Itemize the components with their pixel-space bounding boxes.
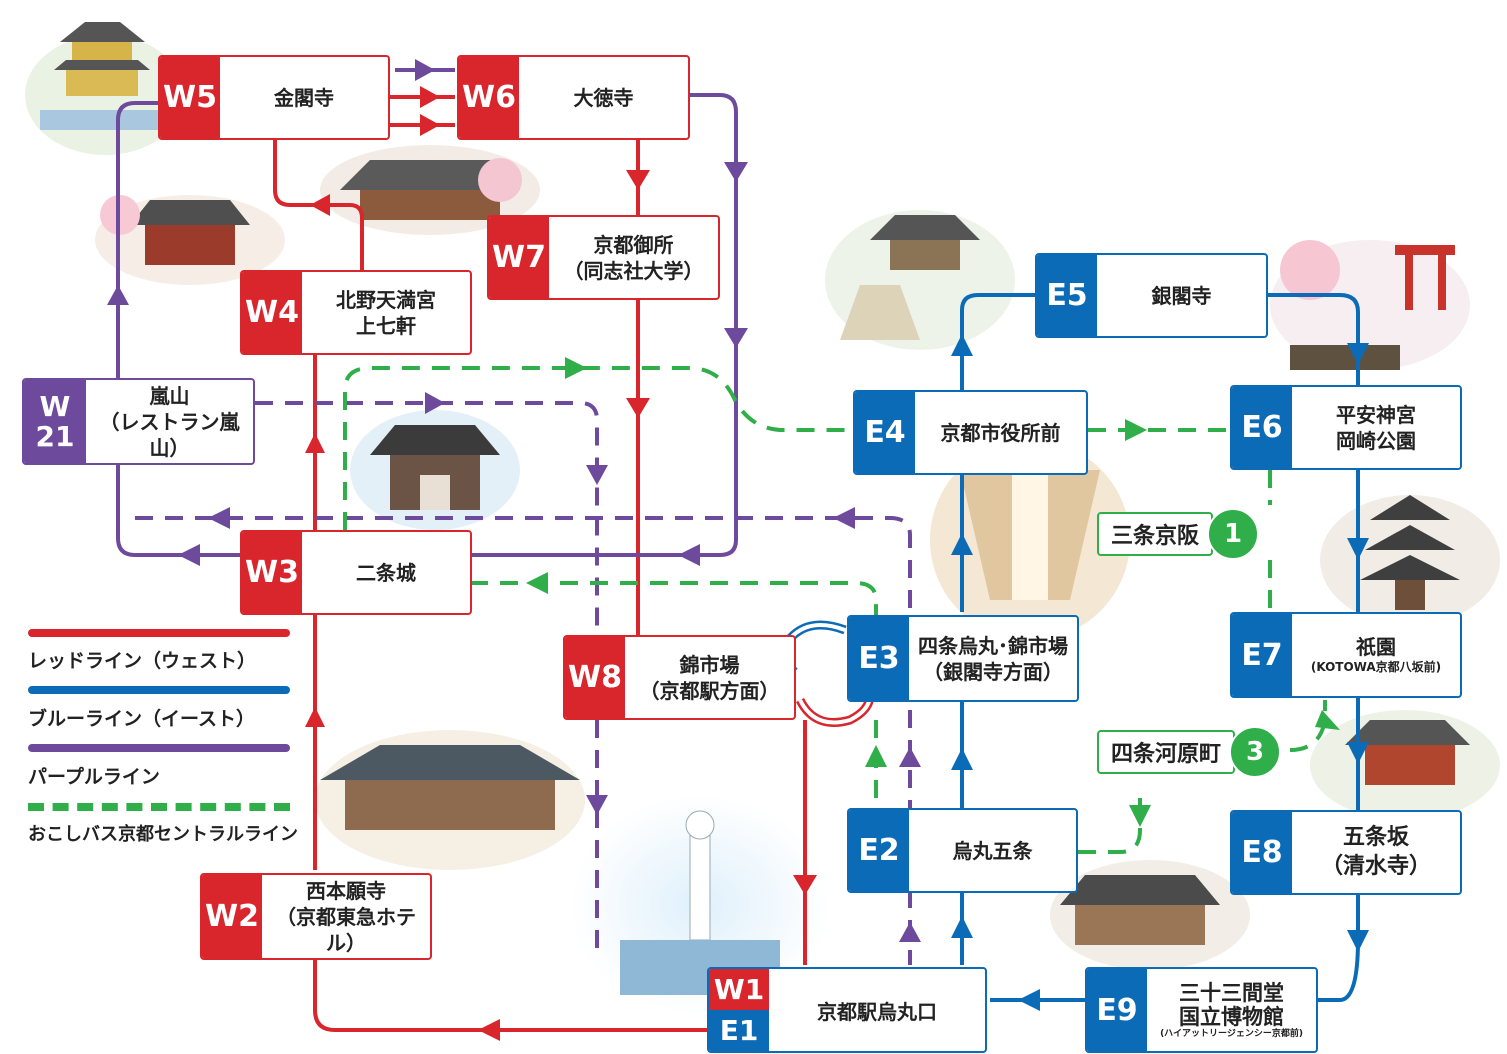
stop-code: E9 <box>1087 969 1147 1051</box>
purple-line-dashed <box>135 401 912 965</box>
stop-code-w1: W1 <box>709 969 769 1010</box>
green-line <box>343 366 1327 854</box>
stop-name: 金閣寺 <box>274 85 334 110</box>
ginkakuji-illustration <box>825 210 1015 350</box>
stop-e3-shijo-karasuma[interactable]: E3 四条烏丸･錦市場（銀閣寺方面） <box>847 615 1079 702</box>
legend: レッドライン（ウェスト） ブルーライン（イースト） パープルライン おこしバス京… <box>22 620 300 848</box>
stop-w2-nishi-honganji[interactable]: W2 西本願寺（京都東急ホテル） <box>200 873 432 960</box>
transfer-label: 三条京阪 <box>1097 512 1214 556</box>
stop-e7-gion[interactable]: E7 祇園(KOTOWA京都八坂前) <box>1230 612 1462 698</box>
stop-code: E8 <box>1232 812 1292 893</box>
stop-code: E5 <box>1037 255 1097 336</box>
stop-w7-kyoto-gosho[interactable]: W7 京都御所（同志社大学） <box>487 215 720 300</box>
kinkakuji-illustration <box>25 22 185 155</box>
legend-blue-label: ブルーライン（イースト） <box>28 708 256 730</box>
stop-w3-nijo-castle[interactable]: W3 二条城 <box>240 530 472 615</box>
stop-e2-karasuma-gojo[interactable]: E2 烏丸五条 <box>847 808 1078 893</box>
legend-red-label: レッドライン（ウェスト） <box>28 650 257 672</box>
legend-blue-swatch <box>28 686 290 694</box>
legend-purple-swatch <box>28 744 290 752</box>
transfer-number: 1 <box>1207 508 1260 560</box>
stop-w5-kinkakuji[interactable]: W5 金閣寺 <box>158 55 390 140</box>
stop-code-e1: E1 <box>709 1010 769 1051</box>
stop-e5-ginkakuji[interactable]: E5 銀閣寺 <box>1035 253 1268 338</box>
stop-name: 嵐山（レストラン嵐山） <box>99 383 240 460</box>
stop-name: 西本願寺（京都東急ホテル） <box>276 878 416 955</box>
stop-name: 錦市場（京都駅方面） <box>639 652 780 703</box>
stop-name: 二条城 <box>356 560 416 585</box>
stop-name: 京都御所（同志社大学） <box>563 232 704 283</box>
stop-code: E2 <box>849 810 909 891</box>
yasaka-pagoda-illustration <box>1320 495 1500 625</box>
stop-code: E7 <box>1232 614 1292 696</box>
stop-name: 三十三間堂国立博物館 (ハイアットリージェンシー京都前) <box>1160 980 1303 1039</box>
stop-code: W7 <box>489 217 549 298</box>
blue-line-arrows <box>951 334 1369 1011</box>
stop-w8-nishiki-market[interactable]: W8 錦市場（京都駅方面） <box>563 635 796 720</box>
purple-line-arrows <box>107 59 921 942</box>
transfer-number: 3 <box>1229 726 1282 778</box>
transfer-shijo-kawaramachi[interactable]: 四条河原町 3 <box>1097 726 1282 778</box>
stop-e8-gojozaka[interactable]: E8 五条坂（清水寺） <box>1230 810 1462 895</box>
stop-name: 京都駅烏丸口 <box>817 999 937 1024</box>
stop-code: E3 <box>849 617 909 700</box>
nijo-castle-gate-illustration <box>350 410 520 530</box>
stop-w6-daitokuji[interactable]: W6 大徳寺 <box>457 55 690 140</box>
legend-red-swatch <box>28 629 290 637</box>
legend-green-label: おこしバス京都セントラルライン <box>28 824 298 845</box>
sanjusangendo-illustration <box>1050 860 1250 970</box>
nishi-honganji-illustration <box>315 730 585 870</box>
kiyomizu-dera-illustration <box>1310 710 1500 820</box>
kitano-tenmangu-illustration <box>95 195 285 285</box>
stop-code: W6 <box>459 57 519 138</box>
stop-name: 五条坂（清水寺） <box>1320 824 1431 879</box>
transfer-label: 四条河原町 <box>1097 730 1236 774</box>
legend-green-swatch <box>28 803 290 811</box>
stop-name: 北野天満宮上七軒 <box>336 287 436 338</box>
stop-name: 祇園(KOTOWA京都八坂前) <box>1310 635 1442 675</box>
stop-w4-kitano-tenmangu[interactable]: W4 北野天満宮上七軒 <box>240 270 472 355</box>
stop-codes: W1 E1 <box>709 969 769 1051</box>
legend-purple-label: パープルライン <box>28 766 160 788</box>
red-line-arrows <box>305 86 817 1041</box>
stop-name: 大徳寺 <box>573 85 634 110</box>
transfer-sanjo-keihan[interactable]: 三条京阪 1 <box>1097 508 1260 560</box>
heian-shrine-illustration <box>1270 240 1470 370</box>
stop-name: 四条烏丸･錦市場（銀閣寺方面） <box>918 633 1068 684</box>
nishiki-market-illustration <box>930 440 1130 640</box>
stop-code: W8 <box>565 637 625 718</box>
daitokuji-illustration <box>320 145 540 235</box>
stop-code: E6 <box>1232 387 1292 468</box>
stop-code: W5 <box>160 57 220 138</box>
stop-name: 京都市役所前 <box>940 420 1061 445</box>
stop-code: E4 <box>855 392 915 473</box>
stop-w1-e1-kyoto-station[interactable]: W1 E1 京都駅烏丸口 <box>707 967 987 1053</box>
stop-name: 烏丸五条 <box>952 838 1033 863</box>
green-line-arrows <box>526 357 1340 827</box>
stop-e4-city-hall[interactable]: E4 京都市役所前 <box>853 390 1088 475</box>
stop-name: 銀閣寺 <box>1151 283 1212 308</box>
stop-code: W4 <box>242 272 302 353</box>
stop-code: W3 <box>242 532 302 613</box>
stop-name: 平安神宮岡崎公園 <box>1336 402 1416 453</box>
stop-e6-heian-shrine[interactable]: E6 平安神宮岡崎公園 <box>1230 385 1462 470</box>
stop-code: W2 <box>202 875 262 958</box>
stop-e9-sanjusangendo[interactable]: E9 三十三間堂国立博物館 (ハイアットリージェンシー京都前) <box>1085 967 1318 1053</box>
